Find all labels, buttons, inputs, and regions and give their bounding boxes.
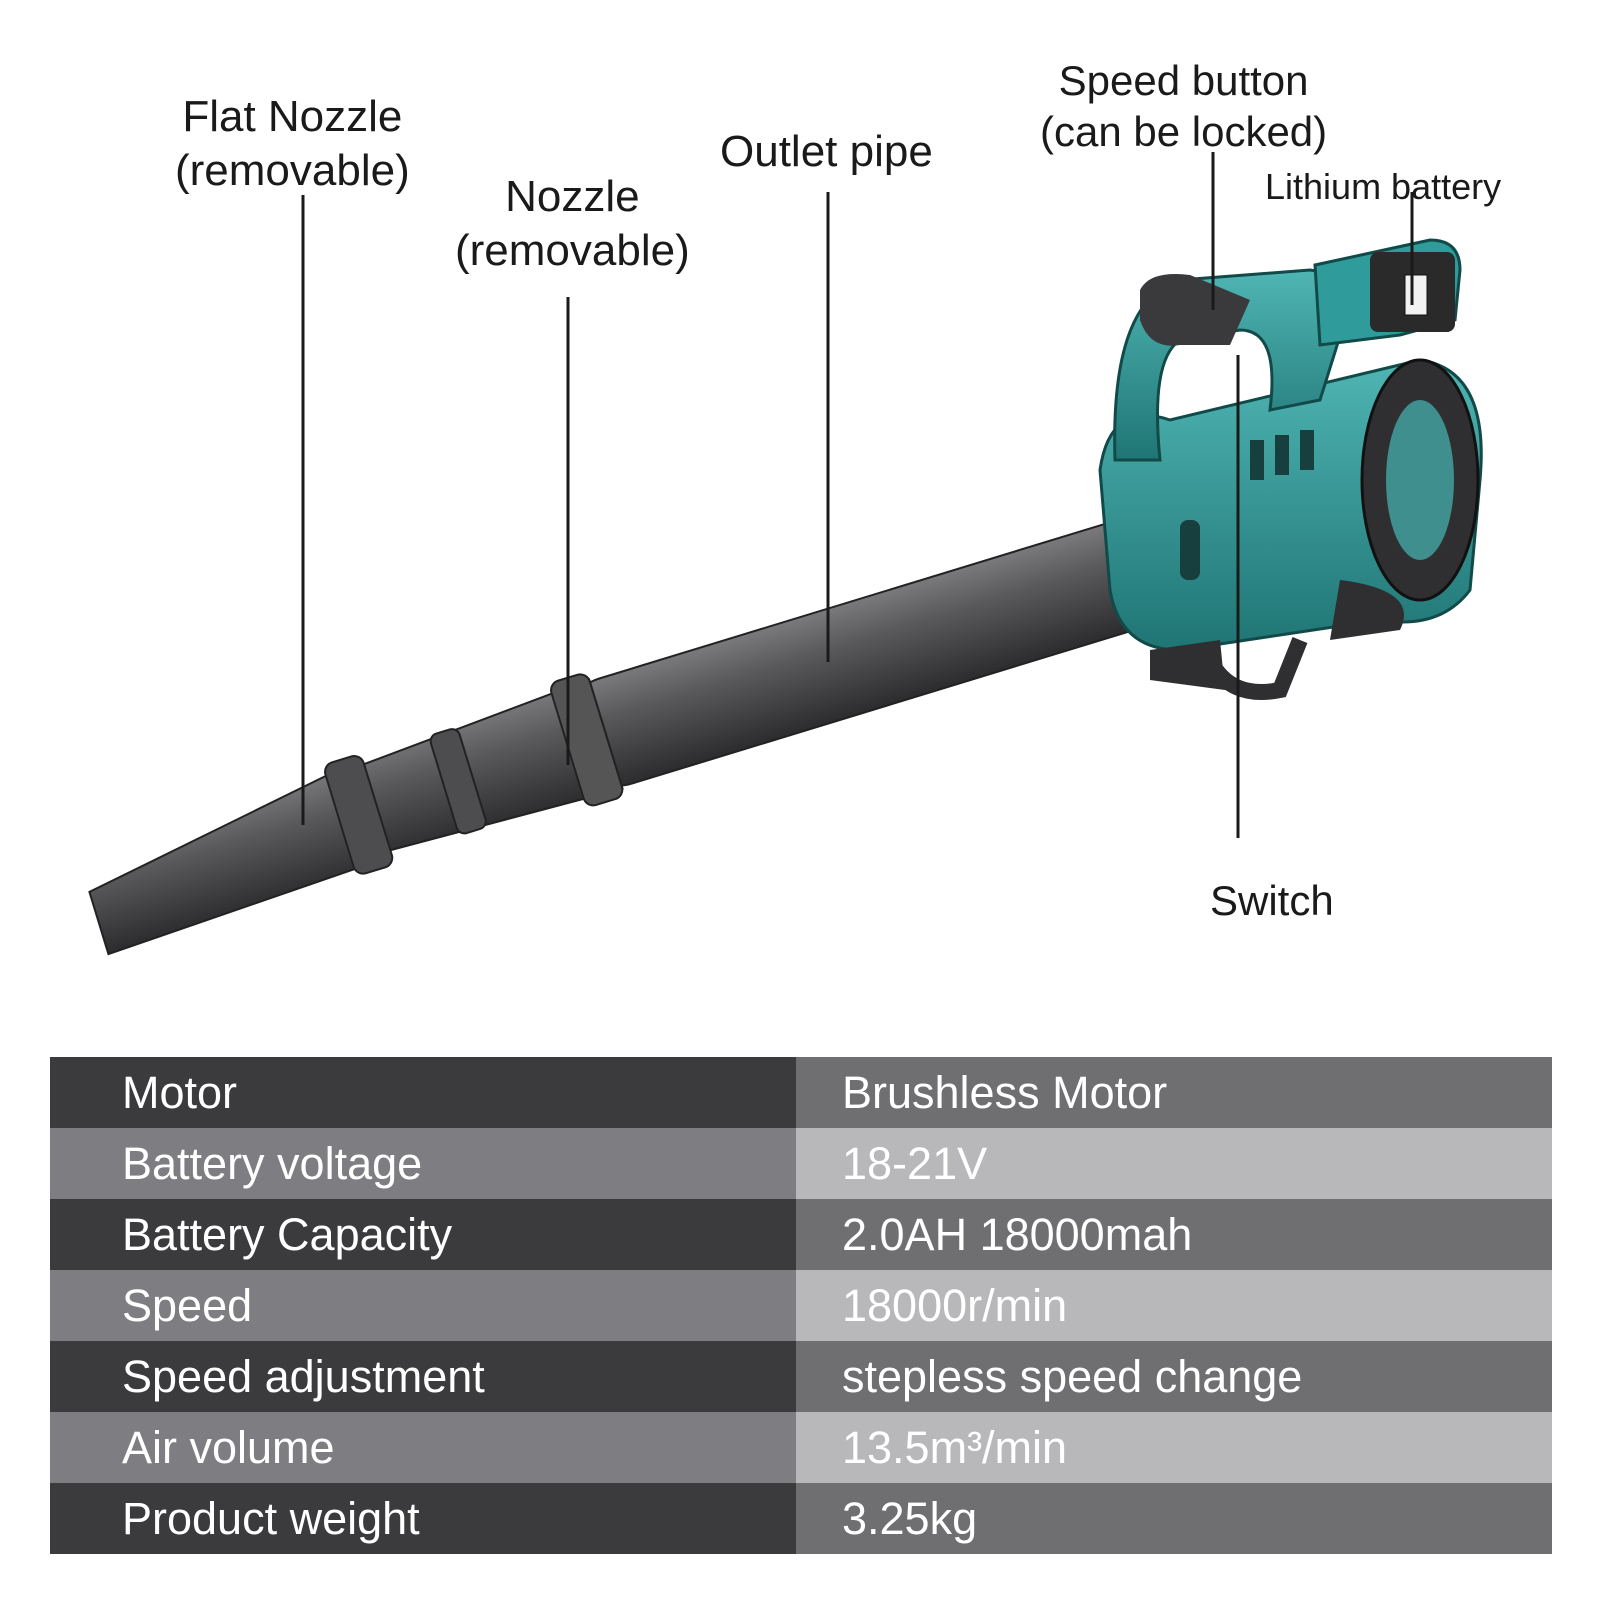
nozzle-label-line1: Nozzle	[505, 172, 640, 221]
leader-lines	[301, 152, 1414, 838]
table-row: Air volume 13.5m³/min	[50, 1412, 1552, 1483]
spec-key: Speed	[50, 1270, 796, 1341]
spec-key: Battery voltage	[50, 1128, 796, 1199]
speed-button-label: Speed button (can be locked)	[1040, 55, 1327, 157]
motor-housing	[1098, 358, 1483, 652]
nozzle-label: Nozzle (removable)	[455, 170, 690, 277]
spec-value: 2.0AH 18000mah	[796, 1199, 1552, 1270]
switch-label: Switch	[1210, 875, 1334, 926]
handle	[1113, 268, 1348, 462]
table-row: Speed adjustment stepless speed change	[50, 1341, 1552, 1412]
speed-button-label-line1: Speed button	[1058, 57, 1309, 104]
table-row: Motor Brushless Motor	[50, 1057, 1552, 1128]
flat-nozzle-label-line2: (removable)	[175, 145, 410, 195]
spec-key: Product weight	[50, 1483, 796, 1554]
table-row: Product weight 3.25kg	[50, 1483, 1552, 1554]
spec-key: Motor	[50, 1057, 796, 1128]
flat-nozzle	[88, 754, 394, 956]
nozzle-label-line2: (removable)	[455, 225, 690, 275]
table-row: Battery voltage 18-21V	[50, 1128, 1552, 1199]
table-row: Battery Capacity 2.0AH 18000mah	[50, 1199, 1552, 1270]
spec-value: Brushless Motor	[796, 1057, 1552, 1128]
spec-key: Speed adjustment	[50, 1341, 796, 1412]
lithium-battery	[1313, 238, 1462, 347]
lithium-battery-label-text: Lithium battery	[1265, 166, 1502, 207]
table-row: Speed 18000r/min	[50, 1270, 1552, 1341]
spec-key: Air volume	[50, 1412, 796, 1483]
spec-value: 13.5m³/min	[796, 1412, 1552, 1483]
outlet-pipe-label: Outlet pipe	[720, 125, 933, 179]
outlet-pipe-label-text: Outlet pipe	[720, 127, 933, 176]
base-stand	[1150, 580, 1404, 700]
flat-nozzle-label: Flat Nozzle (removable)	[175, 90, 410, 197]
switch-label-text: Switch	[1210, 877, 1334, 924]
spec-table: Motor Brushless Motor Battery voltage 18…	[50, 1057, 1552, 1554]
spec-value: 18-21V	[796, 1128, 1552, 1199]
spec-value: 3.25kg	[796, 1483, 1552, 1554]
spec-value: 18000r/min	[796, 1270, 1552, 1341]
spec-value: stepless speed change	[796, 1341, 1552, 1412]
speed-button-label-line2: (can be locked)	[1040, 108, 1328, 156]
leaf-blower-image	[88, 152, 1483, 956]
lithium-battery-label: Lithium battery	[1265, 165, 1501, 209]
product-illustration: Flat Nozzle (removable) Nozzle (removabl…	[88, 55, 1501, 956]
flat-nozzle-label-line1: Flat Nozzle	[182, 92, 403, 141]
spec-key: Battery Capacity	[50, 1199, 796, 1270]
